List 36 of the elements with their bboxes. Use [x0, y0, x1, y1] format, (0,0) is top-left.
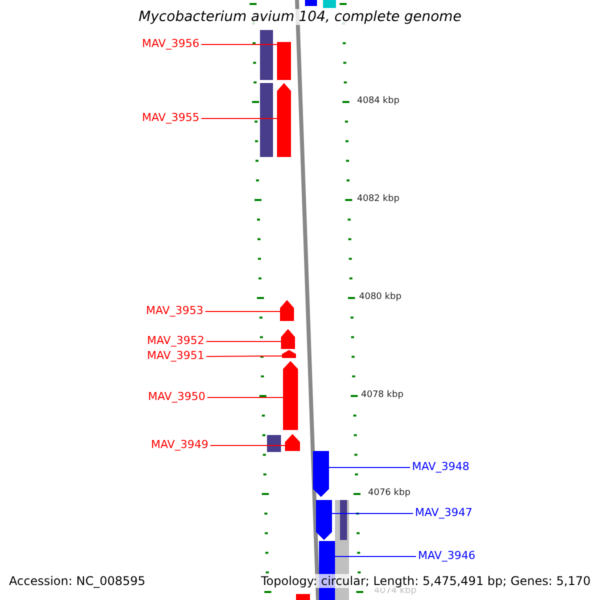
- leader-line: [206, 397, 284, 398]
- leader-line: [210, 445, 286, 446]
- leader-line: [206, 356, 282, 357]
- scale-label: 4074 kbp: [374, 586, 416, 597]
- info-text: Topology: circular; Length: 5,475,491 bp; Genes: 5,170: [261, 574, 591, 588]
- gene-feature: [316, 500, 332, 540]
- gene-feature: [283, 361, 298, 430]
- gene-feature: [313, 451, 329, 497]
- scale-label: 4082 kbp: [357, 194, 400, 205]
- scale-label: 4078 kbp: [361, 390, 404, 401]
- leader-line: [206, 341, 282, 342]
- gene-label: MAV_3949: [151, 438, 208, 451]
- gene-label: MAV_3947: [415, 506, 472, 519]
- gene-label: MAV_3955: [142, 111, 200, 124]
- leader-line: [200, 44, 278, 45]
- leader-line: [204, 311, 280, 312]
- gene-label: MAV_3951: [147, 349, 204, 362]
- gene-label: MAV_3956: [142, 37, 200, 50]
- gene-label: MAV_3946: [418, 549, 476, 562]
- scale-label: 4084 kbp: [357, 96, 400, 107]
- gene-label: MAV_3953: [146, 304, 204, 317]
- gene-feature: [277, 83, 291, 157]
- gene-label: MAV_3948: [412, 460, 470, 473]
- info-text: Accession: NC_008595: [9, 574, 146, 588]
- leader-line: [332, 513, 414, 514]
- leader-line: [200, 118, 278, 119]
- gene-feature: [285, 434, 300, 451]
- gene-label: MAV_3950: [148, 390, 206, 403]
- scale-label: 4076 kbp: [368, 488, 410, 499]
- gene-block: [277, 42, 291, 80]
- scale-label: 4080 kbp: [359, 292, 402, 303]
- leader-line: [334, 556, 416, 557]
- title: Mycobacterium avium 104, complete genome: [138, 9, 462, 25]
- gene-label: MAV_3952: [147, 334, 204, 347]
- leader-line: [328, 467, 410, 468]
- gene-feature: [280, 300, 294, 321]
